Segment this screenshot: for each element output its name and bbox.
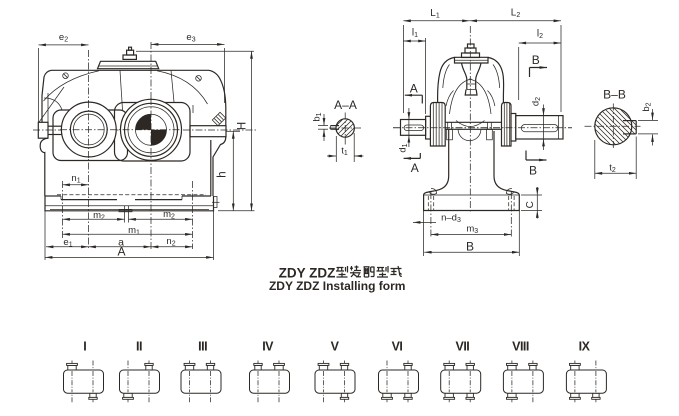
svg-text:B: B	[532, 53, 540, 67]
svg-text:I: I	[83, 340, 86, 354]
svg-text:m2: m2	[93, 210, 105, 222]
svg-text:m3: m3	[466, 223, 478, 235]
svg-text:d1: d1	[398, 143, 410, 152]
svg-text:a: a	[118, 237, 124, 249]
svg-text:B–B: B–B	[603, 88, 626, 102]
svg-text:l1: l1	[412, 28, 418, 40]
svg-text:II: II	[136, 340, 142, 354]
svg-text:l2: l2	[537, 29, 543, 41]
svg-text:A: A	[411, 161, 419, 175]
svg-text:L1: L1	[430, 8, 440, 20]
svg-text:III: III	[198, 340, 207, 354]
svg-text:ZDY ZDZ Installing form: ZDY ZDZ Installing form	[269, 279, 405, 293]
svg-text:VII: VII	[456, 340, 470, 354]
svg-text:H: H	[237, 122, 249, 130]
svg-text:C: C	[525, 201, 536, 208]
svg-text:B: B	[529, 164, 537, 178]
svg-text:A: A	[410, 82, 418, 96]
svg-text:ZDY ZDZ: ZDY ZDZ	[279, 266, 336, 281]
svg-text:L2: L2	[511, 8, 521, 20]
svg-text:e1: e1	[63, 237, 72, 249]
svg-text:t1: t1	[341, 146, 348, 158]
svg-text:n–d3: n–d3	[441, 213, 461, 225]
svg-text:V: V	[331, 340, 340, 354]
svg-text:n1: n1	[71, 173, 80, 185]
svg-text:IX: IX	[579, 340, 591, 354]
svg-text:t2: t2	[609, 162, 616, 174]
svg-text:A–A: A–A	[334, 98, 357, 112]
svg-text:h: h	[217, 171, 229, 177]
svg-text:B: B	[466, 239, 474, 253]
svg-text:VIII: VIII	[512, 340, 529, 354]
svg-text:VI: VI	[392, 340, 403, 354]
svg-text:m1: m1	[128, 225, 140, 237]
svg-text:d2: d2	[531, 97, 543, 106]
svg-text:m2: m2	[163, 209, 175, 221]
svg-text:b1: b1	[312, 112, 324, 121]
svg-text:n2: n2	[166, 236, 175, 248]
svg-text:e2: e2	[59, 32, 68, 44]
svg-text:b2: b2	[641, 102, 653, 111]
svg-text:e3: e3	[186, 32, 195, 44]
svg-text:A: A	[117, 245, 125, 259]
svg-text:IV: IV	[262, 340, 274, 354]
